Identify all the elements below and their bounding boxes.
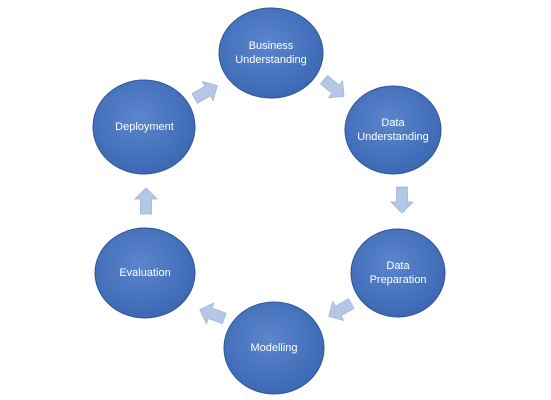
node-data-understanding — [344, 85, 442, 175]
node-business-understanding — [218, 7, 324, 99]
arrow-deployment-to-business-understanding — [191, 80, 218, 104]
arrow-business-understanding-to-data-understanding — [319, 74, 345, 99]
nodes-layer — [92, 7, 446, 395]
node-evaluation — [94, 227, 196, 319]
arrows-layer — [134, 74, 414, 325]
arrow-data-understanding-to-data-preparation — [390, 186, 414, 214]
node-modelling — [223, 301, 325, 395]
node-data-preparation — [350, 228, 446, 318]
arrow-evaluation-to-deployment — [134, 187, 158, 215]
node-deployment — [92, 79, 196, 175]
arrow-modelling-to-evaluation — [199, 302, 227, 325]
arrow-data-preparation-to-modelling — [328, 298, 355, 322]
